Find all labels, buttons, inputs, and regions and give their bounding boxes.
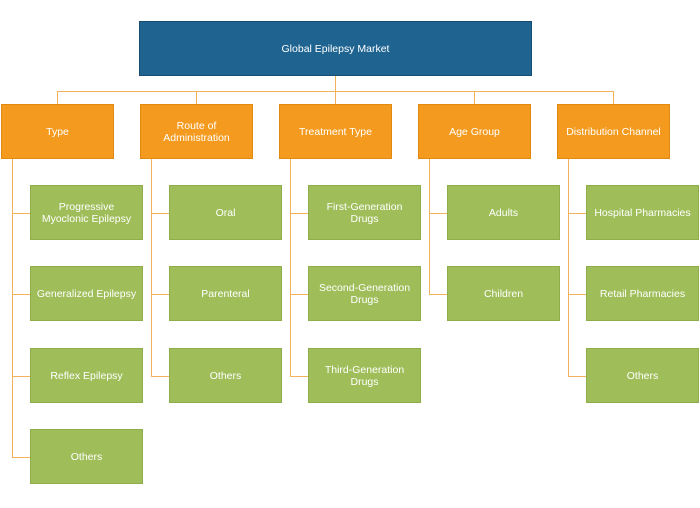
leaf-label: Others <box>626 369 659 382</box>
category-type: Type <box>1 104 114 159</box>
leaf-label: Reflex Epilepsy <box>50 369 123 382</box>
root-connector-vertical <box>335 76 336 91</box>
branch-tick <box>429 294 447 295</box>
leaf-label: First-Generation Drugs <box>326 200 403 225</box>
leaf-first-generation-drugs: First-Generation Drugs <box>308 185 421 240</box>
branch-tick <box>12 376 30 377</box>
category-label: Distribution Channel <box>566 125 661 138</box>
category-route-of-administration: Route of Administration <box>140 104 253 159</box>
route-branch-vertical <box>151 159 152 376</box>
leaf-label: Hospital Pharmacies <box>594 206 691 219</box>
branch-tick <box>12 294 30 295</box>
leaf-label: Adults <box>488 206 519 219</box>
branch-tick <box>429 213 447 214</box>
leaf-parenteral: Parenteral <box>169 266 282 321</box>
branch-tick <box>568 376 586 377</box>
type-branch-vertical <box>12 159 13 457</box>
leaf-third-generation-drugs: Third-Generation Drugs <box>308 348 421 403</box>
category-distribution-channel: Distribution Channel <box>557 104 670 159</box>
leaf-reflex-epilepsy: Reflex Epilepsy <box>30 348 143 403</box>
branch-tick <box>151 376 169 377</box>
leaf-hospital-pharmacies: Hospital Pharmacies <box>586 185 699 240</box>
leaf-label: Others <box>70 450 103 463</box>
leaf-route-others: Others <box>169 348 282 403</box>
leaf-label: Retail Pharmacies <box>599 287 686 300</box>
leaf-children: Children <box>447 266 560 321</box>
branch-tick <box>568 213 586 214</box>
branch-tick <box>151 294 169 295</box>
branch-tick <box>290 294 308 295</box>
root-node: Global Epilepsy Market <box>139 21 532 76</box>
leaf-retail-pharmacies: Retail Pharmacies <box>586 266 699 321</box>
category-connector-route <box>196 91 197 104</box>
distribution-branch-vertical <box>568 159 569 376</box>
leaf-progressive-myoclonic-epilepsy: Progressive Myoclonic Epilepsy <box>30 185 143 240</box>
category-label: Age Group <box>449 125 500 138</box>
leaf-type-others: Others <box>30 429 143 484</box>
leaf-second-generation-drugs: Second-Generation Drugs <box>308 266 421 321</box>
category-age-group: Age Group <box>418 104 531 159</box>
leaf-distribution-others: Others <box>586 348 699 403</box>
branch-tick <box>568 294 586 295</box>
treatment-branch-vertical <box>290 159 291 376</box>
leaf-oral: Oral <box>169 185 282 240</box>
category-connector-distribution <box>613 91 614 104</box>
leaf-label: Third-Generation Drugs <box>324 363 405 388</box>
leaf-label: Generalized Epilepsy <box>36 287 137 300</box>
leaf-adults: Adults <box>447 185 560 240</box>
leaf-label: Oral <box>215 206 236 219</box>
branch-tick <box>151 213 169 214</box>
category-treatment-type: Treatment Type <box>279 104 392 159</box>
branch-tick <box>12 457 30 458</box>
category-connector-age <box>474 91 475 104</box>
branch-tick <box>12 213 30 214</box>
leaf-generalized-epilepsy: Generalized Epilepsy <box>30 266 143 321</box>
leaf-label: Children <box>483 287 524 300</box>
root-label: Global Epilepsy Market <box>281 42 390 55</box>
category-label: Type <box>46 125 69 138</box>
leaf-label: Parenteral <box>201 287 250 300</box>
category-label: Route of Administration <box>163 119 230 144</box>
category-label: Treatment Type <box>299 125 372 138</box>
branch-tick <box>290 213 308 214</box>
branch-tick <box>290 376 308 377</box>
leaf-label: Progressive Myoclonic Epilepsy <box>41 200 132 225</box>
age-branch-vertical <box>429 159 430 294</box>
category-connector-type <box>57 91 58 104</box>
leaf-label: Second-Generation Drugs <box>318 281 411 306</box>
leaf-label: Others <box>209 369 242 382</box>
category-connector-treatment <box>335 91 336 104</box>
